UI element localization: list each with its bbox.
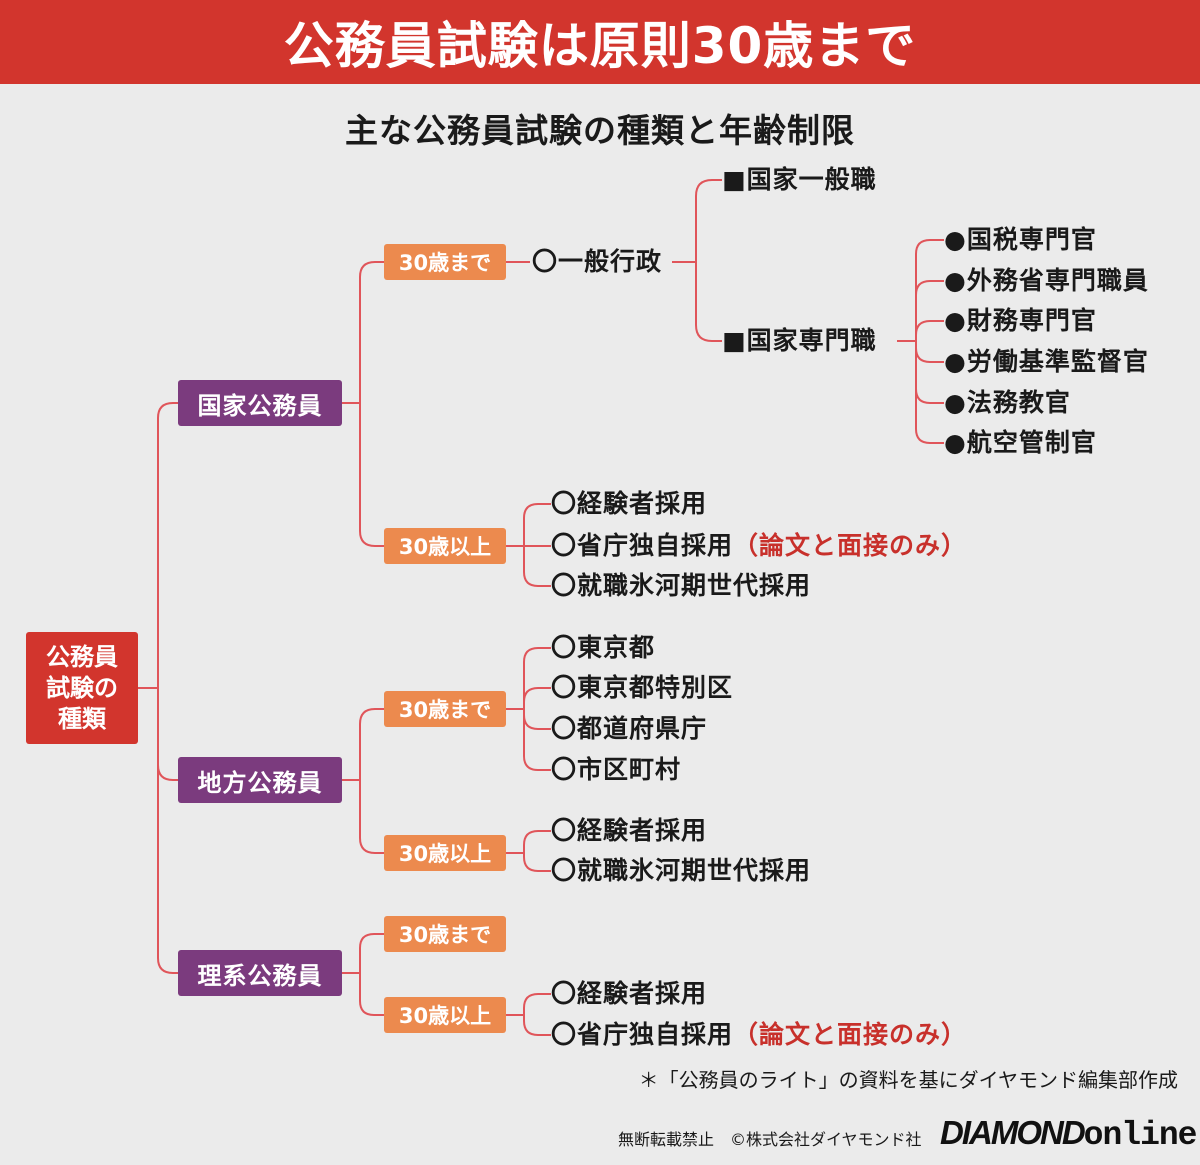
list-item: 〇省庁独自採用（論文と面接のみ） <box>551 531 967 561</box>
item-text: 〇市区町村 <box>551 755 682 784</box>
node-general-admin: 〇一般行政 <box>532 247 663 276</box>
age-badge-science-over30: 30歳以上 <box>384 997 506 1033</box>
root-line: 種類 <box>58 704 106 733</box>
node-national-general: ■国家一般職 <box>722 165 877 194</box>
root-line: 試験の <box>46 673 118 702</box>
item-text: 〇東京都 <box>551 633 656 662</box>
node-national-specialist: ■国家専門職 <box>722 326 877 355</box>
item-text: 〇経験者採用 <box>551 816 708 845</box>
copyright-notice: 無断転載禁止 ©株式会社ダイヤモンド社 <box>618 1130 922 1149</box>
item-text: 〇東京都特別区 <box>551 673 734 702</box>
item-text: 〇省庁独自採用 <box>551 1020 734 1049</box>
list-item: 〇経験者採用 <box>551 979 707 1009</box>
list-item: 〇就職氷河期世代採用 <box>551 571 811 601</box>
list-item: 〇都道府県庁 <box>551 714 707 744</box>
item-text: 〇都道府県庁 <box>551 714 708 743</box>
item-text: 〇経験者採用 <box>551 979 708 1008</box>
age-badge-science-under30: 30歳まで <box>384 916 506 952</box>
specialist-item: ●財務専門官 <box>944 306 1097 335</box>
list-item: 〇東京都特別区 <box>551 673 733 703</box>
specialist-item: ●外務省専門職員 <box>944 266 1149 295</box>
specialist-item: ●法務教官 <box>944 388 1071 417</box>
item-text: 〇省庁独自採用 <box>551 531 734 560</box>
root-line: 公務員 <box>46 642 118 671</box>
item-text: 〇就職氷河期世代採用 <box>551 571 812 600</box>
brand-logo: DIAMONDonline <box>940 1114 1198 1154</box>
specialist-item: ●航空管制官 <box>944 428 1097 457</box>
list-item: 〇就職氷河期世代採用 <box>551 856 811 886</box>
list-item: 〇省庁独自採用（論文と面接のみ） <box>551 1020 967 1050</box>
item-text: 〇経験者採用 <box>551 489 708 518</box>
age-badge-local-under30: 30歳まで <box>384 691 506 727</box>
category-national: 国家公務員 <box>178 380 342 426</box>
item-note: （論文と面接のみ） <box>733 1020 968 1049</box>
list-item: 〇東京都 <box>551 633 655 663</box>
source-footnote: ＊「公務員のライト」の資料を基にダイヤモンド編集部作成 <box>638 1068 1178 1092</box>
category-science: 理系公務員 <box>178 950 342 996</box>
list-item: 〇市区町村 <box>551 755 681 785</box>
age-badge-local-over30: 30歳以上 <box>384 835 506 871</box>
brand-suffix: online <box>1083 1117 1198 1154</box>
list-item: 〇経験者採用 <box>551 489 707 519</box>
specialist-item: ●国税専門官 <box>944 225 1097 254</box>
age-badge-national-over30: 30歳以上 <box>384 528 506 564</box>
category-local: 地方公務員 <box>178 757 342 803</box>
list-item: 〇経験者採用 <box>551 816 707 846</box>
age-badge-national-under30: 30歳まで <box>384 244 506 280</box>
root-node: 公務員 試験の 種類 <box>26 632 138 744</box>
item-text: 〇就職氷河期世代採用 <box>551 856 812 885</box>
subtitle: 主な公務員試験の種類と年齢制限 <box>345 111 855 150</box>
banner-title: 公務員試験は原則30歳まで <box>0 0 1200 84</box>
specialist-item: ●労働基準監督官 <box>944 347 1149 376</box>
item-note: （論文と面接のみ） <box>733 531 968 560</box>
brand-name: DIAMOND <box>940 1114 1086 1151</box>
